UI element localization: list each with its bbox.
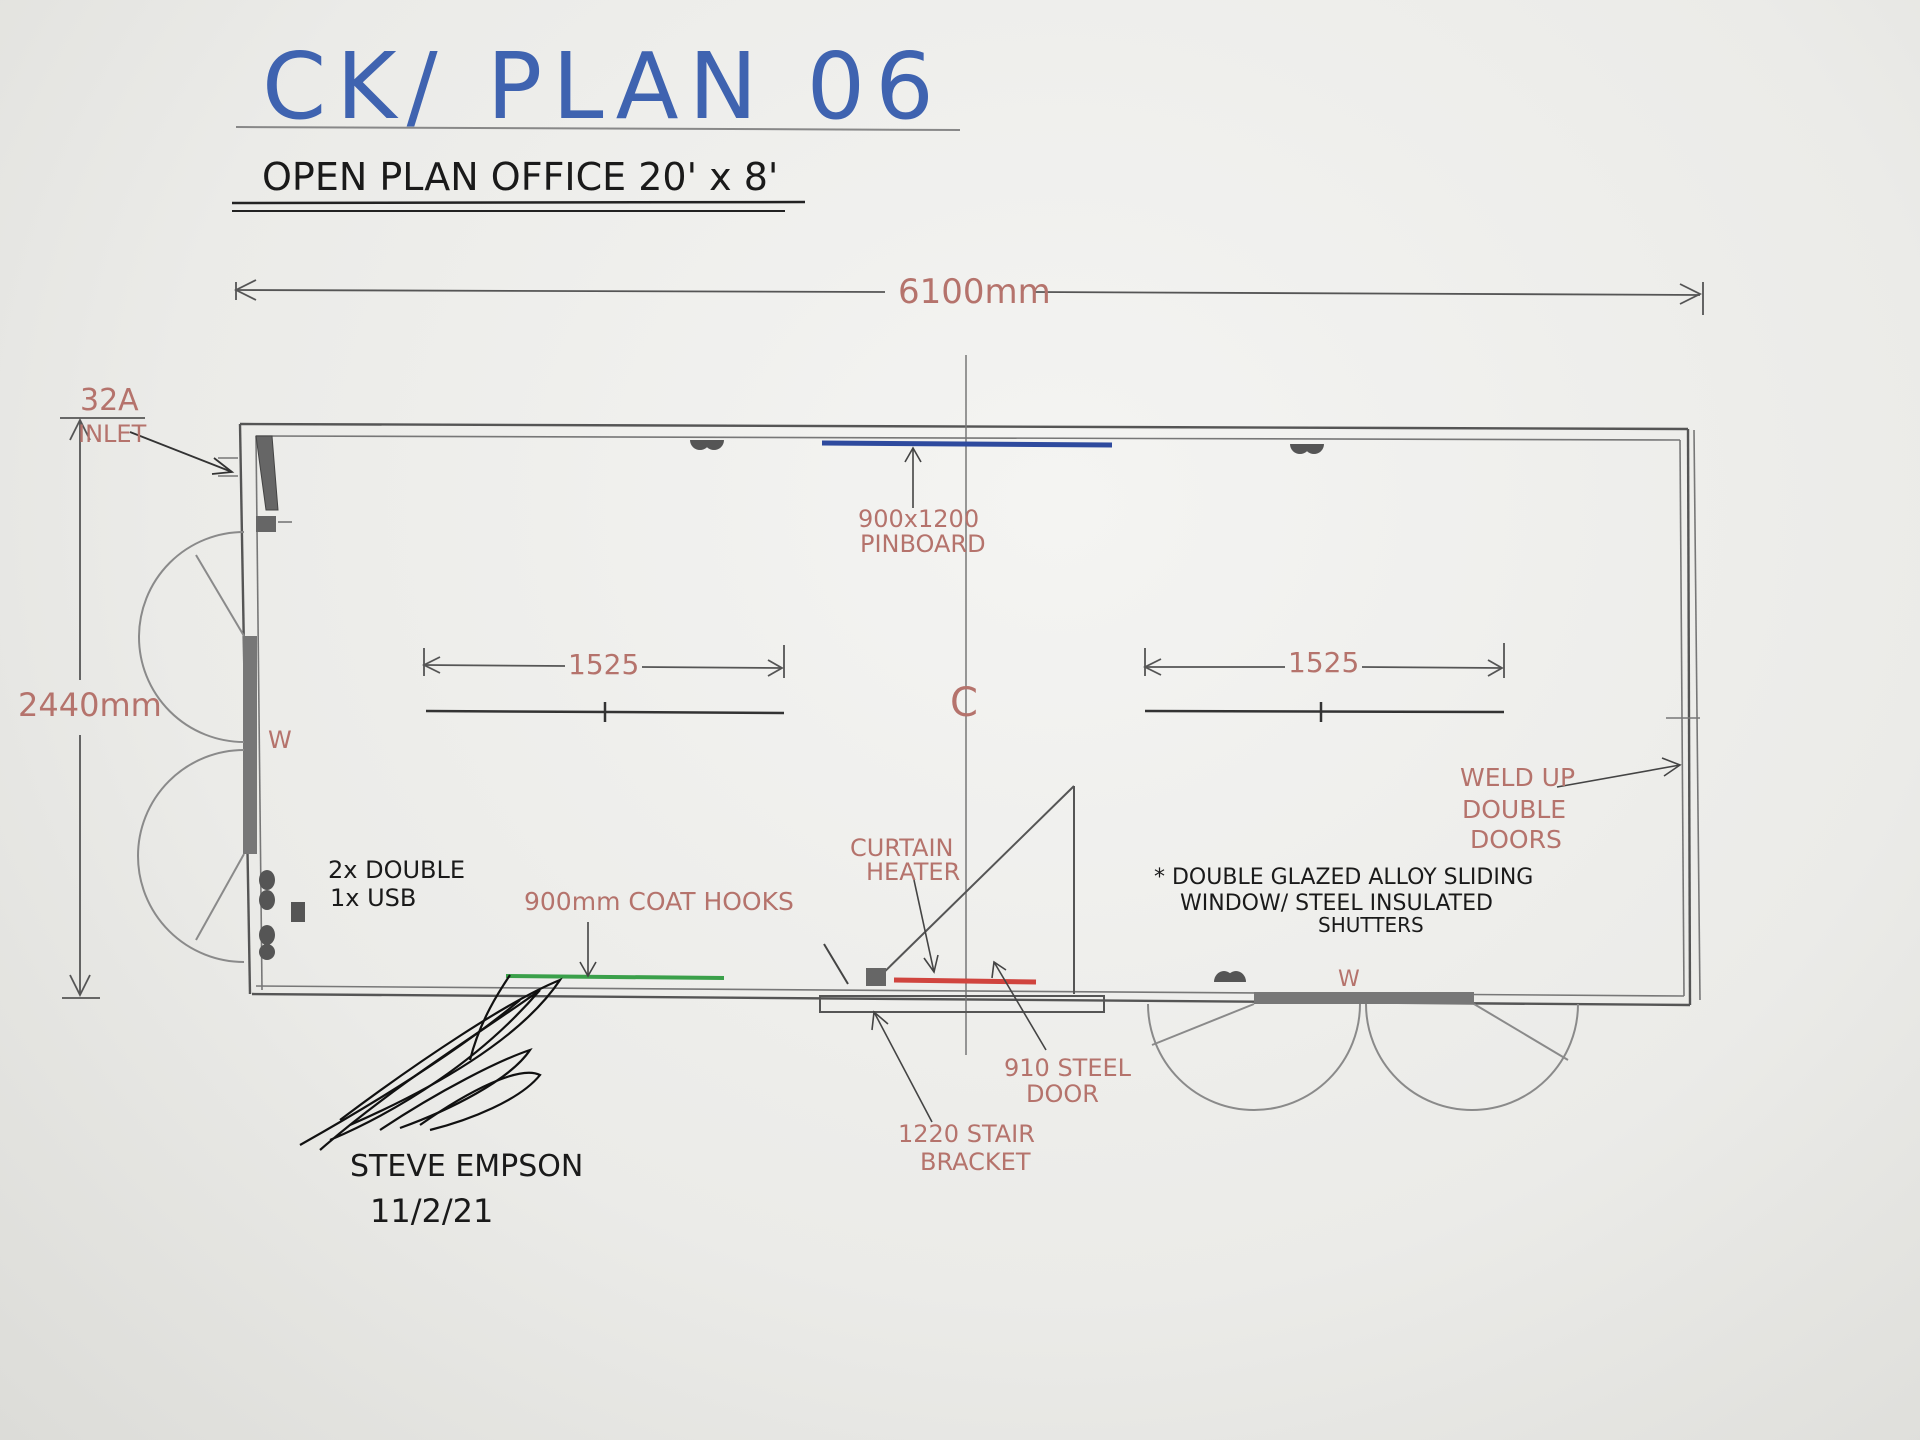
stair-label-1: 1220 STAIR: [898, 1120, 1035, 1148]
socket-icons: [259, 870, 305, 960]
bottom-shutter-swings: [1147, 1003, 1579, 1111]
steel-door: [823, 785, 1075, 994]
plan-title: CK/ PLAN 06: [262, 33, 944, 140]
top-socket-right: [1290, 444, 1324, 454]
door-arrowhead: [991, 960, 1007, 979]
desk-left: [425, 702, 785, 722]
stair-bracket: [819, 995, 1105, 1013]
door-label-2: DOOR: [1026, 1080, 1099, 1108]
coat-hooks-label: 900mm COAT HOOKS: [524, 887, 794, 916]
desk-left-dimension: [421, 645, 785, 678]
pinboard-line: [821, 440, 1113, 448]
pinboard-label: PINBOARD: [860, 530, 986, 558]
length-dimension: [233, 279, 1704, 315]
glazing-note-3: SHUTTERS: [1318, 913, 1424, 937]
pinboard-arrowhead: [904, 446, 922, 463]
inlet-label: INLET: [78, 420, 147, 448]
signature-name: STEVE EMPSON: [350, 1149, 583, 1184]
heater-arrowhead: [923, 954, 939, 974]
heater-label-1: CURTAIN: [850, 834, 954, 862]
length-dimension-label: 6100mm: [898, 272, 1051, 312]
coat-hooks-line: [505, 974, 725, 980]
left-double-doors: [137, 531, 257, 963]
sockets-label-1: 2x DOUBLE: [328, 856, 465, 884]
weld-label-3: DOORS: [1470, 825, 1562, 854]
inlet-symbol: [218, 435, 292, 532]
stair-leader: [873, 1011, 933, 1123]
width-dimension: [60, 417, 145, 999]
weld-label-2: DOUBLE: [1462, 795, 1566, 824]
inlet-leader: [129, 431, 233, 473]
door-leader: [993, 961, 1047, 1051]
door-label-1: 910 STEEL: [1004, 1054, 1132, 1082]
weld-label-1: WELD UP: [1460, 763, 1575, 792]
desk-right: [1144, 702, 1505, 722]
desk-right-dimension-label: 1525: [1288, 646, 1359, 679]
window-left-label: W: [268, 726, 292, 754]
pinboard-size-label: 900x1200: [858, 505, 979, 533]
weld-leader: [1556, 764, 1681, 788]
stair-arrowhead: [871, 1010, 889, 1031]
inlet-amps-label: 32A: [80, 383, 139, 418]
inlet-arrowhead: [211, 457, 235, 475]
heater-leader: [913, 879, 935, 973]
signature-mark: [299, 974, 563, 1151]
bottom-window: [1214, 971, 1474, 1004]
sockets-label-2: 1x USB: [330, 884, 416, 912]
plan-subtitle: OPEN PLAN OFFICE 20' x 8': [262, 155, 778, 199]
centre-line-mark: C: [950, 680, 978, 726]
width-dimension-label: 2440mm: [18, 686, 162, 724]
top-socket-left: [690, 440, 724, 450]
glazing-note-1: * DOUBLE GLAZED ALLOY SLIDING: [1154, 865, 1533, 890]
title-underline: [235, 126, 961, 131]
heater-label-2: HEATER: [866, 858, 960, 886]
stair-label-2: BRACKET: [920, 1148, 1031, 1176]
glazing-note-2: WINDOW/ STEEL INSULATED: [1180, 891, 1493, 916]
subtitle-underline-1: [231, 200, 806, 205]
coat-hooks-arrowhead: [579, 961, 597, 978]
window-bottom-label: W: [1338, 967, 1360, 992]
heater-line: [893, 977, 1037, 985]
signature-date: 11/2/21: [370, 1192, 493, 1230]
desk-left-dimension-label: 1525: [568, 648, 639, 681]
weld-arrowhead: [1661, 757, 1682, 777]
desk-right-dimension: [1142, 643, 1505, 678]
